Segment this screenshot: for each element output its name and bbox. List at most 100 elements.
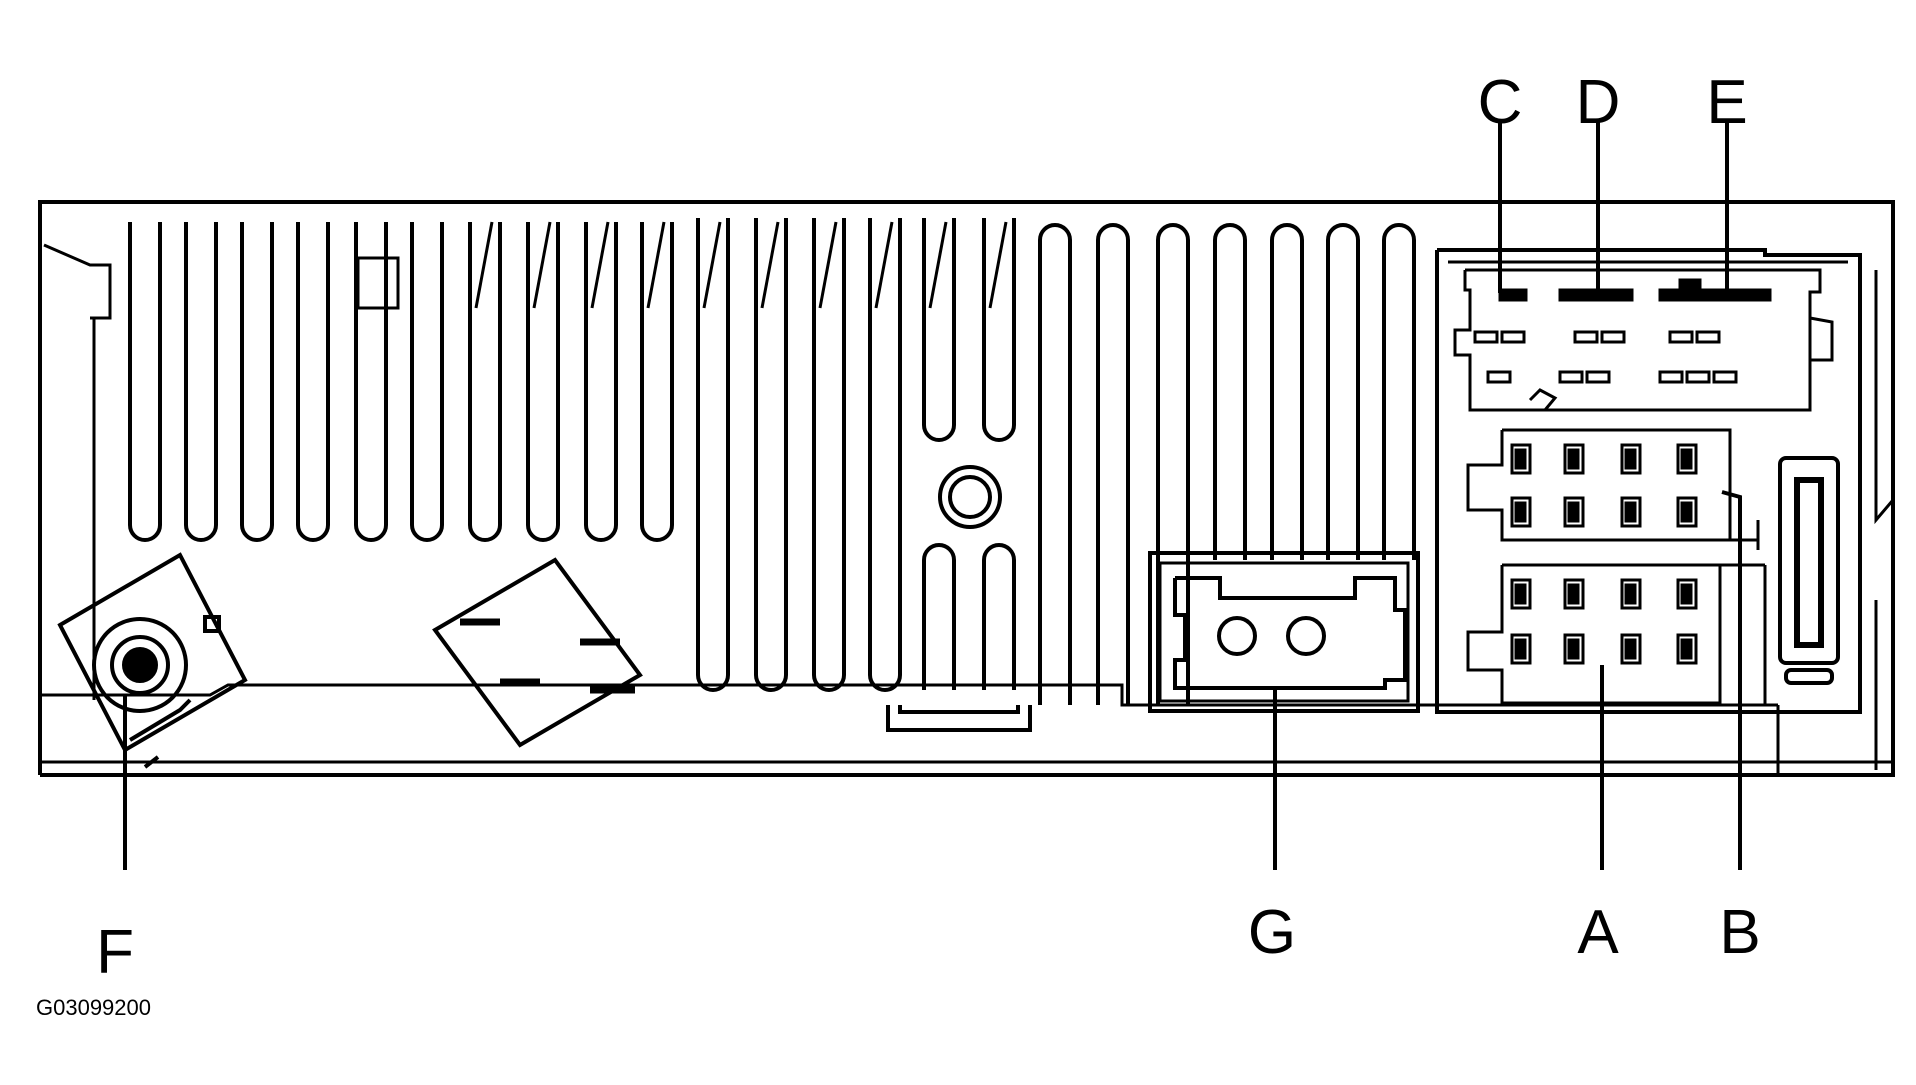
connector-pin bbox=[1563, 443, 1585, 475]
connector-pin bbox=[1676, 496, 1698, 528]
connector-g bbox=[1148, 551, 1420, 713]
pin-slot bbox=[1573, 330, 1599, 344]
fin-marking bbox=[874, 221, 894, 309]
mounting-bracket bbox=[432, 557, 643, 748]
heat-sink-fin bbox=[410, 222, 444, 542]
heat-sink-fin bbox=[1213, 223, 1247, 560]
connector-pin bbox=[1620, 633, 1642, 665]
connector-pin-contact bbox=[1514, 448, 1527, 470]
heat-sink-fin bbox=[240, 222, 274, 542]
heat-sink-fin bbox=[922, 218, 956, 442]
pin-slot bbox=[1712, 370, 1738, 384]
pin-slot bbox=[1585, 370, 1611, 384]
heat-sink-fin bbox=[982, 218, 1016, 442]
connector-pin-contact bbox=[1624, 638, 1637, 660]
connector-pin bbox=[1510, 443, 1532, 475]
heat-sink-fin bbox=[754, 218, 788, 692]
connector-pins bbox=[1510, 443, 1698, 665]
heat-sink-fin bbox=[922, 543, 956, 690]
heat-sink-fin bbox=[1156, 223, 1190, 705]
fin-marking bbox=[702, 221, 722, 309]
connector-pin-contact bbox=[1680, 448, 1693, 470]
connector-pin-contact bbox=[1624, 501, 1637, 523]
callout-label-g: G bbox=[1248, 898, 1296, 967]
connector-housing bbox=[1435, 248, 1862, 714]
heat-sink-fins-upper bbox=[128, 221, 1008, 542]
connector-pin-contact bbox=[1514, 501, 1527, 523]
bottom-tab bbox=[886, 705, 1032, 732]
heat-sink-fin bbox=[468, 222, 502, 542]
heat-sink-fin bbox=[640, 222, 674, 542]
connector-pin bbox=[1676, 633, 1698, 665]
connector-pin-contact bbox=[1567, 501, 1580, 523]
fin-marking bbox=[532, 221, 552, 309]
fin-marking bbox=[928, 221, 948, 309]
heat-sink-fin bbox=[584, 222, 618, 542]
callout-label-c: C bbox=[1478, 68, 1523, 137]
connector-pin bbox=[1563, 578, 1585, 610]
connector-pin bbox=[1620, 578, 1642, 610]
chassis bbox=[38, 200, 1895, 777]
connector-pin-contact bbox=[1514, 638, 1527, 660]
callout-label-d: D bbox=[1576, 68, 1621, 137]
leader-lines bbox=[123, 120, 1742, 870]
pin-slot bbox=[1668, 330, 1694, 344]
connector-pin-contact bbox=[1514, 583, 1527, 605]
connector-pin bbox=[1676, 443, 1698, 475]
heat-sink-fin bbox=[184, 222, 218, 542]
fin-clip bbox=[356, 256, 400, 310]
connector-pin-contact bbox=[1567, 583, 1580, 605]
connector-pin bbox=[1510, 578, 1532, 610]
fin-marking bbox=[818, 221, 838, 309]
pin-slot bbox=[1486, 370, 1512, 384]
pin-slot bbox=[1473, 330, 1499, 344]
fin-marking bbox=[988, 221, 1008, 309]
connector-pin-contact bbox=[1680, 583, 1693, 605]
callout-label-e: E bbox=[1706, 68, 1747, 137]
connector-pin bbox=[1563, 496, 1585, 528]
connector-pin-contact bbox=[1680, 501, 1693, 523]
pin-slot bbox=[1500, 330, 1526, 344]
pin-slot bbox=[1558, 370, 1584, 384]
callout-label-b: B bbox=[1719, 898, 1760, 967]
heat-sink-fin bbox=[1326, 223, 1360, 560]
antenna-socket bbox=[57, 552, 248, 769]
heat-sink-fin bbox=[296, 222, 330, 542]
callout-label-f: F bbox=[96, 918, 134, 987]
connector-pin-contact bbox=[1624, 448, 1637, 470]
heat-sink-fin bbox=[982, 543, 1016, 690]
connector-pin bbox=[1620, 443, 1642, 475]
heat-sink-fins-long bbox=[696, 218, 1016, 692]
heat-sink-fin bbox=[128, 222, 162, 542]
heat-sink-fin bbox=[1096, 223, 1130, 705]
connector-pin bbox=[1620, 496, 1642, 528]
connector-pin bbox=[1510, 633, 1532, 665]
leader-b bbox=[1721, 490, 1742, 870]
callout-label-a: A bbox=[1577, 898, 1619, 967]
heat-sink-fins-right bbox=[1038, 223, 1416, 705]
figure-id: G03099200 bbox=[36, 995, 151, 1020]
pin-slot bbox=[1685, 370, 1711, 384]
heat-sink-fin bbox=[812, 218, 846, 692]
fin-marking bbox=[474, 221, 494, 309]
fin-marking bbox=[760, 221, 780, 309]
connector-pin-contact bbox=[1567, 448, 1580, 470]
heat-sink-fin bbox=[354, 222, 388, 542]
pin-slot bbox=[1695, 330, 1721, 344]
heat-sink-fin bbox=[526, 222, 560, 542]
card-slot bbox=[1778, 456, 1840, 685]
heat-sink-fin bbox=[868, 218, 902, 692]
connector-pin-contact bbox=[1680, 638, 1693, 660]
fin-marking bbox=[590, 221, 610, 309]
fin-marking bbox=[646, 221, 666, 309]
connector-pin-contact bbox=[1624, 583, 1637, 605]
heat-sink-fin bbox=[1382, 223, 1416, 560]
connector-cde bbox=[1453, 268, 1834, 412]
connector-pin-contact bbox=[1567, 638, 1580, 660]
connector-pin bbox=[1510, 496, 1532, 528]
connector-a bbox=[1466, 563, 1767, 705]
heat-sink-fin bbox=[696, 218, 730, 692]
pin-slot bbox=[1600, 330, 1626, 344]
heat-sink-fin bbox=[1270, 223, 1304, 560]
